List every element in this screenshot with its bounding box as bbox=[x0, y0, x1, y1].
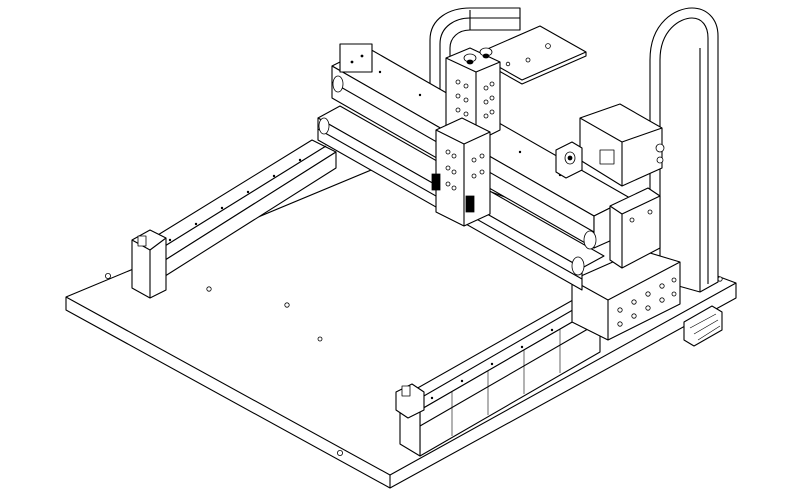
front-axis-segments bbox=[452, 329, 560, 436]
front-carriage-holes bbox=[618, 278, 676, 326]
front-carriage bbox=[572, 250, 680, 340]
z-head-holes bbox=[456, 80, 494, 118]
z-head-lower-plate bbox=[436, 118, 490, 226]
beam-sensor bbox=[556, 142, 582, 178]
left-rail bbox=[132, 140, 336, 298]
cable-carrier bbox=[430, 8, 520, 128]
gantry-left-end-cap bbox=[340, 44, 372, 72]
left-rail-screws bbox=[168, 158, 302, 242]
pneumatic-fittings bbox=[464, 48, 492, 64]
gantry-rollers bbox=[319, 76, 596, 275]
z-head-lower-holes bbox=[446, 150, 484, 190]
rear-motor-housing bbox=[580, 104, 664, 186]
left-rail-end-block bbox=[132, 230, 166, 298]
z-axis-head bbox=[432, 48, 500, 226]
side-connector bbox=[684, 306, 722, 346]
gantry-right-end-block bbox=[610, 188, 660, 268]
cable-support-bracket bbox=[650, 8, 718, 292]
front-linear-axis bbox=[396, 296, 600, 456]
